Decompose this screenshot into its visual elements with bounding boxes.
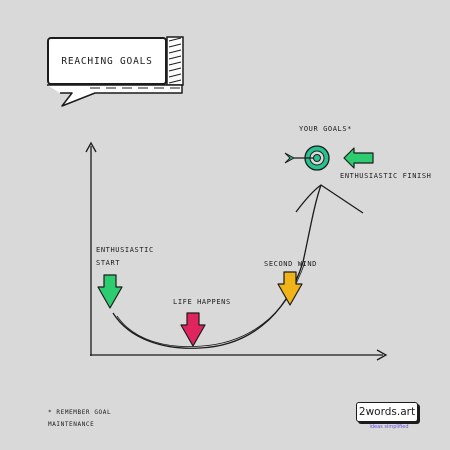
arrow-left-green-icon (343, 147, 374, 169)
arrow-down-yellow-icon (277, 271, 303, 306)
x-axis-arrowhead (376, 349, 388, 361)
title-box: Reaching Goals (47, 37, 167, 85)
progress-curve-sketch (116, 261, 306, 347)
y-axis-arrowhead (85, 141, 97, 153)
label-your-goals: Your goals* (299, 125, 352, 133)
page-title: Reaching Goals (61, 55, 153, 67)
label-life-happens: Life happens (173, 298, 231, 306)
label-enthusiastic-start-line1: Enthusiastic (96, 246, 154, 254)
bubble-tail (47, 84, 183, 107)
footnote-line1: * Remember goal (48, 409, 112, 416)
finish-peak (295, 184, 364, 214)
footnote-line2: maintenance (48, 421, 95, 428)
label-second-wind: Second wind (264, 260, 317, 268)
bubble-hatch (168, 37, 182, 84)
brand-logo: 2words.art (356, 402, 418, 422)
brand-tagline: ideas simplified (369, 424, 409, 430)
progress-curve (112, 184, 322, 349)
arrow-down-green-icon (97, 274, 123, 309)
arrow-down-red-icon (180, 312, 206, 347)
bubble-side (166, 36, 184, 86)
dart-arrow-icon (284, 152, 314, 164)
label-enthusiastic-start-line2: Start (96, 259, 121, 267)
label-enthusiastic-finish: Enthusiastic finish (340, 172, 432, 180)
brand-name: 2words.art (358, 406, 416, 418)
